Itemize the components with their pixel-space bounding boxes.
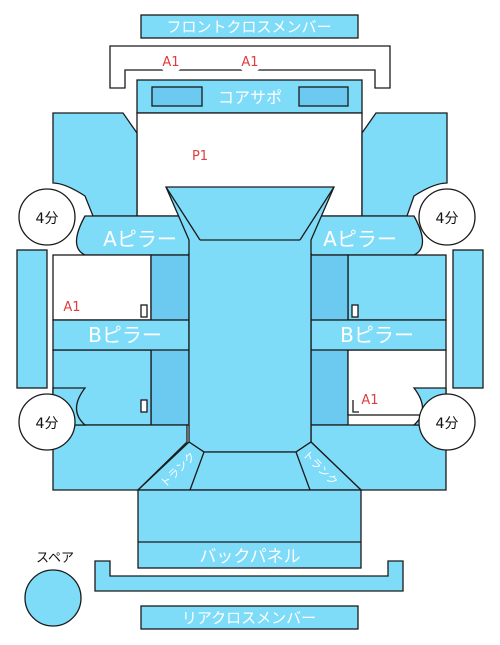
trunk-area: トランク トランク (136, 441, 363, 491)
svg-text:4分: 4分 (36, 416, 59, 432)
left-b-pillar: Bピラー (52, 319, 190, 351)
right-b-pillar-label: Bピラー (340, 323, 414, 347)
rear-bracket (94, 560, 404, 592)
left-b-pillar-label: Bピラー (88, 323, 162, 347)
right-front-door-area (347, 254, 447, 321)
front-bracket (109, 45, 391, 89)
spare-wheel: スペア (24, 551, 82, 627)
right-a-pillar-label: Aピラー (323, 227, 397, 251)
core-support-label: コアサポ (218, 88, 282, 107)
left-hinge-mark-upper (140, 304, 148, 318)
spare-label: スペア (36, 551, 74, 566)
a1-mark-top-left: A1 (162, 55, 179, 70)
svg-text:4分: 4分 (436, 416, 459, 432)
left-a-pillar: Aピラー (75, 215, 201, 256)
svg-text:4分: 4分 (36, 211, 59, 227)
left-front-fender (52, 112, 138, 217)
rear-cross-member: リアクロスメンバー (140, 605, 359, 630)
a1-mark-right-rear: A1 (361, 393, 378, 408)
right-a-pillar: Aピラー (299, 215, 424, 256)
p1-mark: P1 (192, 149, 208, 164)
left-rear-fender (52, 424, 188, 491)
a1-marker-top-left (158, 47, 184, 73)
front-left-wheel-badge: 4分 (18, 188, 76, 246)
a1-mark-top-right: A1 (241, 55, 258, 70)
left-front-door-area (52, 254, 152, 321)
core-support: コアサポ (136, 79, 363, 114)
back-panel-label: バックパネル (199, 547, 300, 567)
right-rear-door-area (347, 349, 447, 416)
left-hinge-mark-lower (140, 399, 148, 413)
svg-text:4分: 4分 (436, 211, 459, 227)
left-a-pillar-label: Aピラー (103, 227, 177, 251)
a1-marker-top-right (237, 47, 263, 73)
left-side-panel (16, 249, 48, 389)
rear-cross-member-label: リアクロスメンバー (182, 609, 316, 627)
right-b-pillar: Bピラー (310, 319, 447, 351)
front-cross-member-label: フロントクロスメンバー (166, 18, 331, 36)
back-panel: バックパネル (137, 489, 362, 569)
right-side-panel (452, 249, 484, 389)
rear-right-wheel-badge: 4分 (418, 393, 476, 451)
right-hinge-mark-upper (351, 304, 359, 318)
right-front-fender (361, 112, 448, 217)
front-right-wheel-badge: 4分 (418, 188, 476, 246)
rear-left-wheel-badge: 4分 (18, 393, 76, 451)
front-cross-member: フロントクロスメンバー (140, 14, 359, 39)
right-hinge-mark-lower (352, 400, 359, 413)
a1-mark-left-door: A1 (63, 300, 80, 315)
